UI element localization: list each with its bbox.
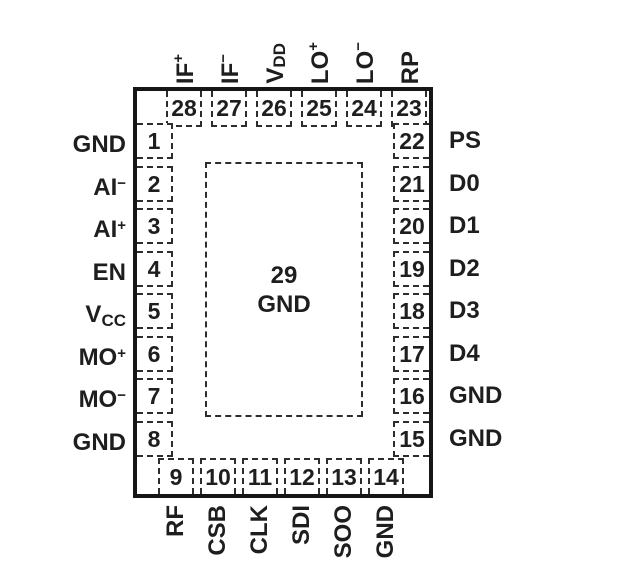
pad-label: GND [257,290,311,318]
pin-number-20: 20 [399,212,425,239]
pin-box-5: 5 [137,293,173,329]
pin-label-12: SDI [288,505,315,546]
pin-number-26: 26 [261,94,287,121]
pin-label-11: CLK [246,505,273,555]
pin-number-19: 19 [399,255,425,282]
pin-label-2: AI− [93,174,126,201]
pin-number-10: 10 [205,463,231,490]
pin-box-7: 7 [137,378,173,414]
pin-box-10: 10 [200,458,236,494]
pin-box-28: 28 [166,91,202,127]
pin-box-27: 27 [211,91,247,127]
pin-box-20: 20 [393,208,429,244]
pin-box-9: 9 [158,458,194,494]
pin-box-16: 16 [393,378,429,414]
pin-box-21: 21 [393,166,429,202]
pin-label-9: RF [162,505,189,537]
pin-number-11: 11 [247,463,273,490]
pin-label-8: GND [72,429,126,456]
pin-label-28: IF+ [169,53,199,84]
pin-label-4: EN [92,259,126,286]
pin-box-26: 26 [256,91,292,127]
pin-number-22: 22 [399,127,425,154]
pin-label-24: LO− [349,41,379,84]
pin-label-10: CSB [204,505,231,556]
pin-label-21: D0 [449,170,480,197]
pin-box-3: 3 [137,208,173,244]
pin-number-15: 15 [399,425,425,452]
pin-box-22: 22 [393,123,429,159]
pin-number-18: 18 [399,297,425,324]
pin-number-23: 23 [396,94,422,121]
pin-label-16: GND [449,382,503,409]
pin-box-1: 1 [137,123,173,159]
pin-label-14: GND [372,505,399,559]
pin-box-8: 8 [137,421,173,457]
pin-box-11: 11 [242,458,278,494]
pin-number-6: 6 [147,340,161,367]
pin-label-26: VDD [261,43,289,84]
pin-box-24: 24 [346,91,382,127]
pin-box-6: 6 [137,336,173,372]
pin-box-2: 2 [137,166,173,202]
pin-number-14: 14 [373,463,399,490]
pin-number-28: 28 [171,94,197,121]
pin-box-4: 4 [137,251,173,287]
pin-number-21: 21 [399,170,425,197]
pin-box-18: 18 [393,293,429,329]
pin-box-19: 19 [393,251,429,287]
pin-label-18: D3 [449,297,480,324]
pin-number-8: 8 [147,425,161,452]
pin-box-17: 17 [393,336,429,372]
pin-label-22: PS [449,127,482,154]
pin-box-15: 15 [393,421,429,457]
pin-number-17: 17 [399,340,425,367]
package-outline [133,87,433,498]
pin-label-15: GND [449,425,503,452]
pin-number-5: 5 [147,297,161,324]
pin-number-24: 24 [351,94,377,121]
pin-label-25: LO+ [304,41,334,84]
pin-box-13: 13 [326,458,362,494]
pin-box-25: 25 [301,91,337,127]
pin-label-6: MO+ [78,344,126,371]
pin-label-5: VCC [85,301,126,330]
pad-number: 29 [270,261,298,289]
pin-label-1: GND [72,131,126,158]
pin-number-4: 4 [147,255,161,282]
pin-number-1: 1 [147,127,161,154]
pin-label-19: D2 [449,255,480,282]
pin-box-23: 23 [391,91,427,127]
pin-number-9: 9 [169,463,183,490]
pin-number-16: 16 [399,382,425,409]
pin-label-13: SOO [330,505,357,559]
pin-number-7: 7 [147,382,161,409]
pin-label-27: IF− [214,53,244,84]
pin-label-17: D4 [449,340,480,367]
pin-number-27: 27 [216,94,242,121]
pin-box-14: 14 [368,458,404,494]
pin-number-13: 13 [331,463,357,490]
pin-label-20: D1 [449,212,480,239]
pin-number-12: 12 [289,463,315,490]
pin-number-25: 25 [306,94,332,121]
pin-number-3: 3 [147,212,161,239]
pin-label-23: RP [396,50,424,84]
pin-box-12: 12 [284,458,320,494]
pin-label-7: MO− [78,386,126,413]
pin-label-3: AI+ [93,216,126,243]
exposed-pad: 29 GND [205,162,363,417]
pin-number-2: 2 [147,170,161,197]
